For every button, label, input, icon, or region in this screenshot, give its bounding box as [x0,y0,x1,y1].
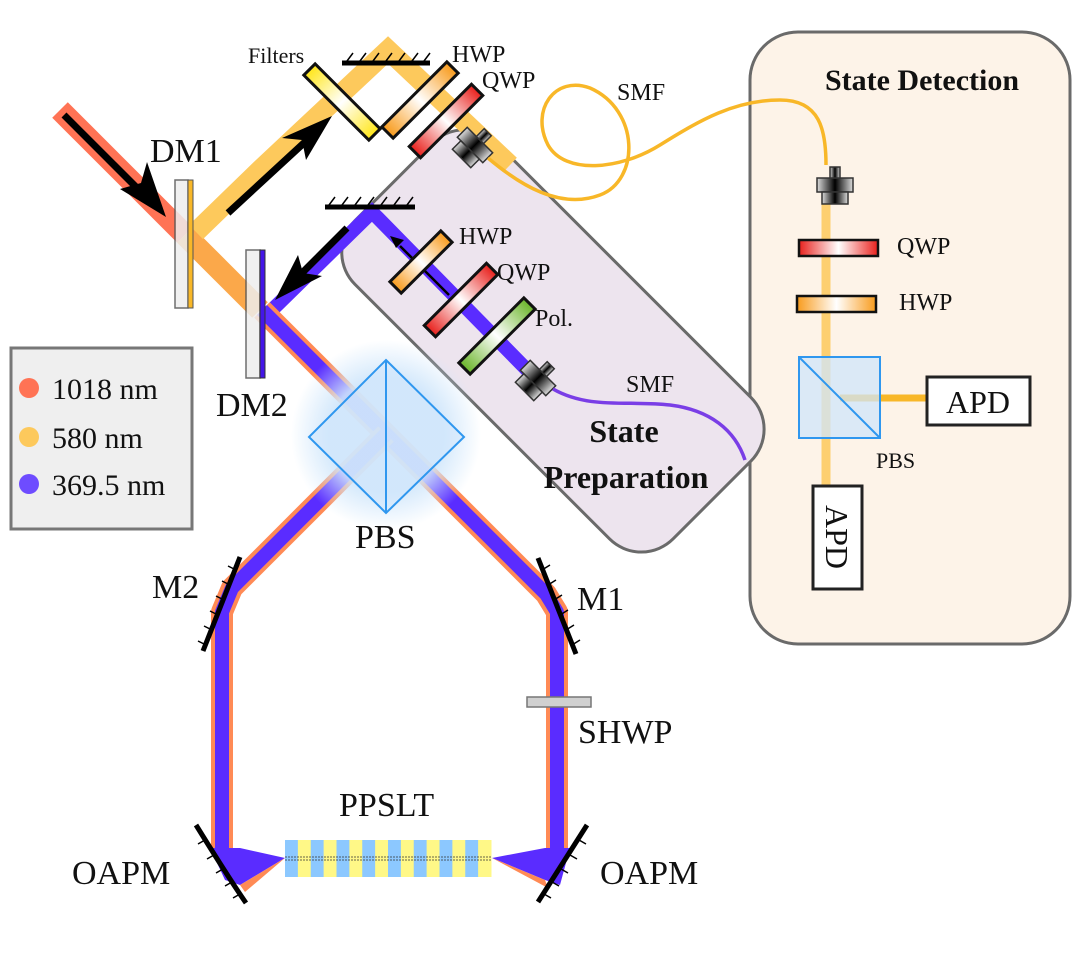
beam-focus-right [492,848,570,885]
ppslt-domain-stripe [323,840,337,877]
ppslt-domain-stripe [349,840,363,877]
ppslt-domain-stripe [452,840,466,877]
legend-dot-580 [19,427,39,447]
qwp-top-optic [407,82,485,160]
arrow-icon-input [61,112,166,217]
ppslt-domain-stripe [426,840,440,877]
smf-prep-label: SMF [626,372,674,398]
ppslt-domain-stripe [297,840,312,877]
pbs-main-label: PBS [355,519,416,556]
polarizer-prep-optic [456,295,538,377]
oapm-right [535,823,590,904]
filters-optic [301,61,383,143]
apd-bottom: APD [811,484,864,591]
smf-fiber-uv [552,387,747,461]
hwp-prep-label: HWP [459,224,512,250]
dm1-label: DM1 [150,133,222,170]
oapm-left [193,823,249,905]
dm1-dichroic-mirror [174,179,194,309]
ppslt-crystal [285,840,492,877]
apd-right: APD [925,375,1032,427]
mirror-top-uv [325,196,415,210]
oapm-right-label: OAPM [600,855,698,892]
oapm-left-label: OAPM [72,855,170,892]
beam-loop-left [215,429,391,848]
prep-title-line1: State [589,413,658,449]
qwp-detect-label: QWP [897,234,950,260]
legend-label-580: 580 nm [52,422,143,455]
hwp-top-label: HWP [452,42,505,68]
mirror-m1 [535,557,581,655]
pbs-detect-label: PBS [876,448,915,473]
arrow-icon-yellow [225,116,332,216]
svg-text:APD: APD [946,384,1010,420]
hwp-detect-optic [795,294,878,314]
qwp-prep-label: QWP [497,260,550,286]
ppslt-domain-stripe [388,840,402,877]
hwp-top-optic [379,59,461,141]
filters-label: Filters [248,43,304,68]
mirror-top-yellow [342,52,431,66]
svg-text:APD: APD [819,505,855,569]
legend-label-1018: 1018 nm [52,373,158,406]
m1-label: M1 [577,581,624,618]
legend-label-369: 369.5 nm [52,469,165,502]
ppslt-domain-stripe [413,840,428,877]
pbs-detect [798,356,881,439]
shwp-optic [526,696,592,708]
legend-dot-1018 [19,378,39,398]
ppslt-domain-stripe [310,840,325,877]
legend: 1018 nm 580 nm 369.5 nm [9,346,194,531]
ppslt-domain-stripe [336,840,350,877]
legend-dot-369 [19,474,39,494]
qwp-top-label: QWP [482,68,535,94]
state-preparation-box [340,128,766,554]
qwp-prep-optic [422,261,500,339]
arrow-icon-uv [275,225,350,300]
prep-title-line2: Preparation [544,459,709,495]
ppslt-domain-stripe [362,840,376,877]
shwp-label: SHWP [578,714,672,751]
beam-loop-right [381,429,564,848]
hwp-detect-label: HWP [899,290,952,316]
ppslt-domain-stripe [400,840,415,877]
pbs-main [307,358,466,515]
smf-fiber-yellow [486,83,828,202]
pol-prep-label: Pol. [535,306,573,332]
ppslt-domain-stripe [285,840,299,877]
mirror-m2 [197,556,243,652]
dm2-label: DM2 [216,387,288,424]
ppslt-domain-stripe [439,840,453,877]
m2-label: M2 [152,569,199,606]
state-detection-title: State Detection [825,64,1019,97]
state-detection-box [748,30,1072,646]
ppslt-domain-stripe [478,840,492,877]
qwp-detect-optic [797,238,880,258]
ppslt-domain-stripe [465,840,479,877]
hwp-prep-optic [387,228,455,296]
smf-top-label: SMF [617,80,665,106]
dm2-dichroic-mirror [245,249,266,379]
ppslt-label: PPSLT [339,787,434,824]
ppslt-domain-stripe [375,840,389,877]
